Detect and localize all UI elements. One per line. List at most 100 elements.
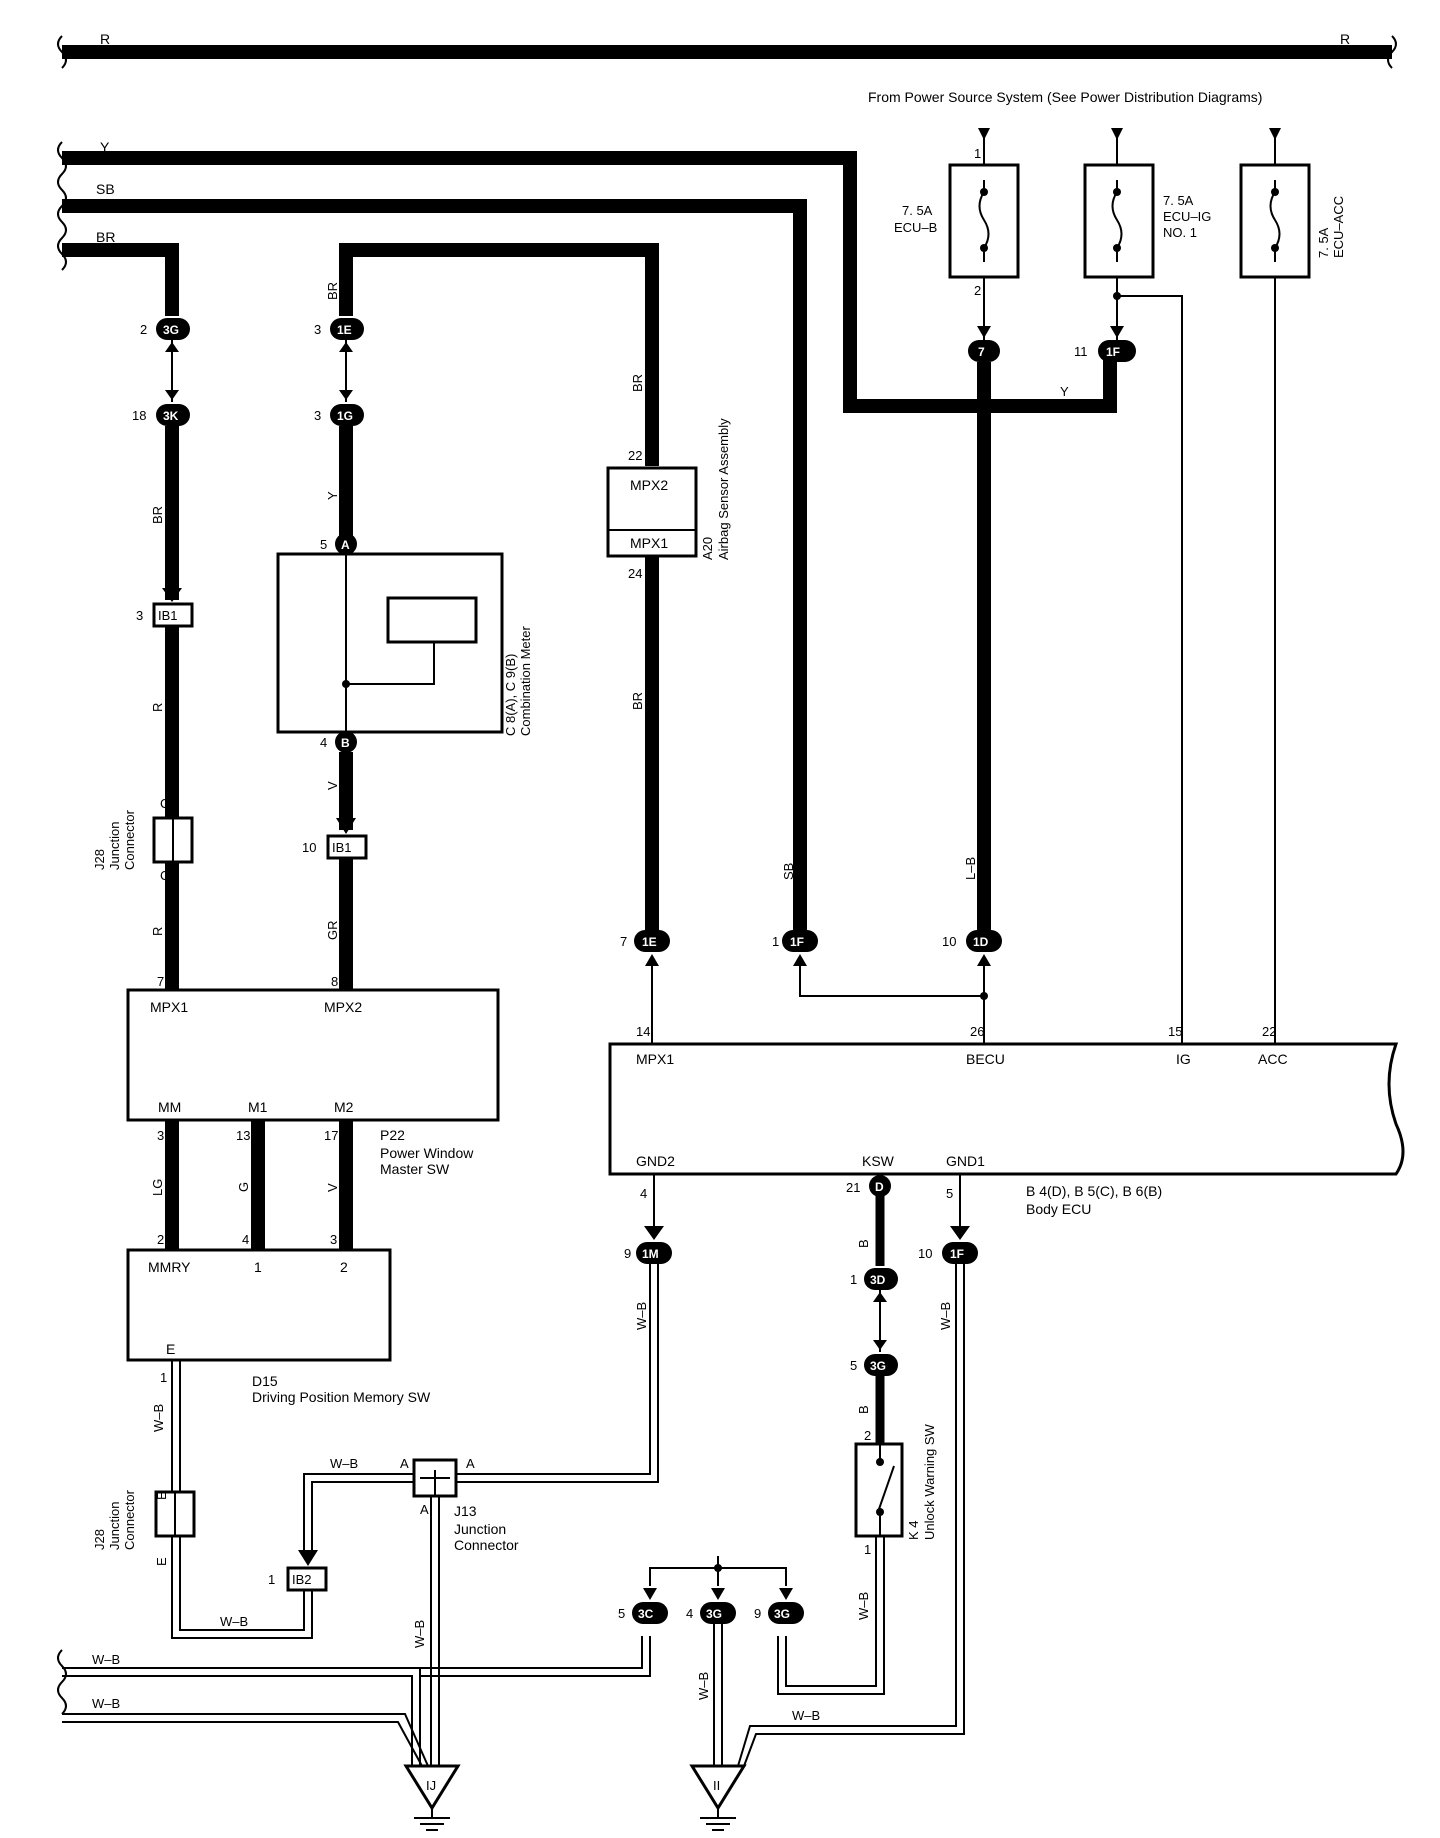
wire-y-label: Y [1060, 384, 1069, 399]
svg-text:3G: 3G [870, 1359, 886, 1373]
svg-text:C: C [160, 796, 169, 811]
svg-text:17: 17 [324, 1128, 338, 1143]
fuse-ecu-ig: 7. 5A ECU–IG NO. 1 [1083, 128, 1211, 340]
wire-wb-gnd1 [737, 1264, 965, 1767]
fuse-ecu-b: 1 2 7. 5A ECU–B [894, 128, 1020, 340]
svg-text:1: 1 [850, 1272, 857, 1287]
svg-text:24: 24 [628, 566, 642, 581]
svg-text:MM: MM [158, 1099, 181, 1115]
svg-text:B: B [856, 1239, 871, 1248]
svg-text:J28: J28 [92, 1529, 107, 1550]
wire-sb [62, 199, 807, 930]
svg-text:7: 7 [157, 974, 164, 989]
svg-text:2: 2 [864, 1428, 871, 1443]
svg-text:G: G [236, 1182, 251, 1192]
svg-text:Connector: Connector [454, 1537, 519, 1553]
wire-wb-ii [713, 1624, 723, 1766]
svg-text:W–B: W–B [412, 1620, 427, 1648]
svg-text:W–B: W–B [792, 1708, 820, 1723]
svg-text:K 4: K 4 [906, 1520, 921, 1540]
svg-text:IG: IG [1176, 1051, 1191, 1067]
conn-3g-mid: 3G 5 [850, 1354, 898, 1376]
svg-text:1F: 1F [950, 1247, 964, 1261]
conn-7: 7 [968, 326, 1000, 362]
wire-wb-k4 [777, 1536, 885, 1695]
svg-text:3C: 3C [638, 1607, 654, 1621]
svg-text:1: 1 [772, 934, 779, 949]
svg-text:15: 15 [1168, 1024, 1182, 1039]
svg-text:IJ: IJ [426, 1778, 436, 1793]
svg-text:8: 8 [331, 974, 338, 989]
fuse-ecu-b-name: ECU–B [894, 220, 937, 235]
svg-text:3G: 3G [163, 323, 179, 337]
wire-ig [1117, 295, 1183, 1044]
conn-ib1-a: IB1 3 [136, 602, 194, 628]
svg-text:1E: 1E [642, 935, 657, 949]
svg-text:MPX1: MPX1 [636, 1051, 674, 1067]
fuse-ecu-ig-rating: 7. 5A [1163, 193, 1194, 208]
svg-text:MPX1: MPX1 [630, 535, 668, 551]
svg-text:W–B: W–B [92, 1696, 120, 1711]
bus-r: R R [57, 31, 1397, 69]
svg-text:Airbag Sensor Assembly: Airbag Sensor Assembly [716, 418, 731, 560]
svg-text:LG: LG [150, 1179, 165, 1196]
svg-text:W–B: W–B [634, 1302, 649, 1330]
svg-text:18: 18 [132, 408, 146, 423]
svg-text:10: 10 [942, 934, 956, 949]
svg-text:Combination Meter: Combination Meter [518, 626, 533, 736]
svg-text:J28: J28 [92, 849, 107, 870]
airbag-sensor-assembly: 22 MPX2 MPX1 24 A20 Airbag Sensor Assemb… [606, 418, 731, 581]
conn-1d: 1D 10 [942, 930, 1002, 966]
svg-text:7: 7 [620, 934, 627, 949]
svg-text:22: 22 [1262, 1024, 1276, 1039]
svg-text:2: 2 [340, 1259, 348, 1275]
svg-text:W–B: W–B [330, 1456, 358, 1471]
body-ecu: 14 26 15 22 MPX1 BECU IG ACC GND2 KSW GN… [608, 1024, 1405, 1217]
wire-wb-3c [420, 1636, 651, 1677]
svg-text:Unlock Warning SW: Unlock Warning SW [922, 1423, 937, 1540]
conn-1m: 1M 9 [624, 1226, 672, 1264]
svg-text:ACC: ACC [1258, 1051, 1288, 1067]
power-window-master-sw: MPX1 MPX2 MM M1 M2 P22 Power Window Mast… [126, 988, 500, 1177]
wire-wb-loop [171, 1536, 313, 1639]
combination-meter: A 5 B 4 C 8(A), C 9(B) Combination Meter [276, 533, 533, 753]
svg-text:4: 4 [640, 1186, 647, 1201]
svg-text:IB2: IB2 [292, 1572, 312, 1587]
wire-sb-label: SB [781, 863, 796, 880]
j28-bottom: E E J28 Junction Connector [92, 1489, 196, 1566]
svg-text:1M: 1M [642, 1247, 659, 1261]
svg-text:W–B: W–B [696, 1672, 711, 1700]
svg-text:W–B: W–B [151, 1404, 166, 1432]
bus-wb-bottom: W–B W–B [57, 1649, 429, 1767]
svg-text:MMRY: MMRY [148, 1259, 191, 1275]
svg-text:MPX2: MPX2 [324, 999, 362, 1015]
svg-text:MPX2: MPX2 [630, 477, 668, 493]
svg-text:5: 5 [320, 537, 327, 552]
j28-top: C C J28 Junction Connector [92, 796, 194, 883]
svg-text:1E: 1E [337, 323, 352, 337]
svg-text:Junction: Junction [107, 822, 122, 870]
wire-br-label-2: BR [630, 374, 645, 392]
svg-text:B: B [856, 1405, 871, 1414]
svg-text:3D: 3D [870, 1273, 886, 1287]
svg-text:1: 1 [268, 1572, 275, 1587]
svg-text:A: A [341, 538, 350, 552]
conn-3d: 3D 1 [850, 1268, 898, 1352]
svg-text:A: A [466, 1456, 475, 1471]
wire-v-label: V [325, 781, 340, 790]
conn-1f-bottom: 1F 10 [918, 1226, 978, 1264]
svg-text:1F: 1F [790, 935, 804, 949]
conn-ib2: IB2 1 [268, 1550, 328, 1592]
svg-text:5: 5 [850, 1358, 857, 1373]
svg-text:E: E [166, 1341, 175, 1357]
svg-text:IB1: IB1 [332, 840, 352, 855]
svg-text:Power Window: Power Window [380, 1145, 474, 1161]
svg-text:Connector: Connector [122, 809, 137, 870]
bus-br-label: BR [96, 229, 115, 245]
svg-text:BECU: BECU [966, 1051, 1005, 1067]
bus-y-label: Y [100, 139, 110, 155]
svg-text:D: D [875, 1180, 884, 1194]
fuse-ecu-ig-name2: NO. 1 [1163, 225, 1197, 240]
wire-wb-j13-1m [456, 1262, 659, 1483]
